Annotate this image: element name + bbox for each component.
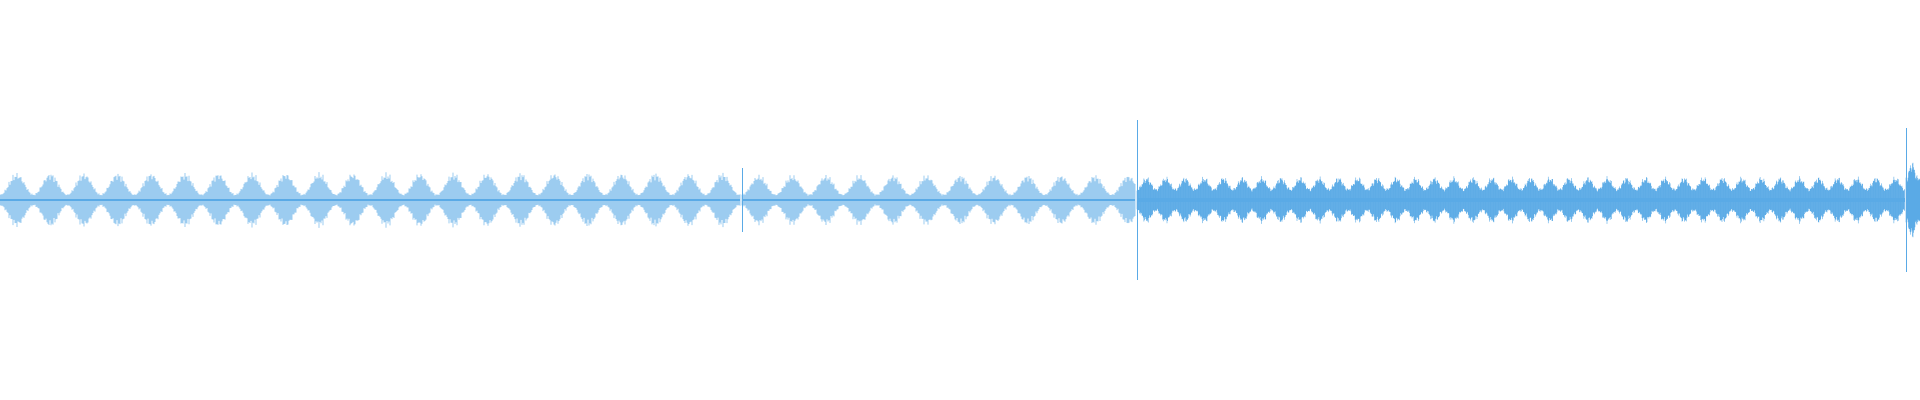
waveform-transients xyxy=(742,120,1907,280)
waveform-strokes xyxy=(0,162,1920,238)
